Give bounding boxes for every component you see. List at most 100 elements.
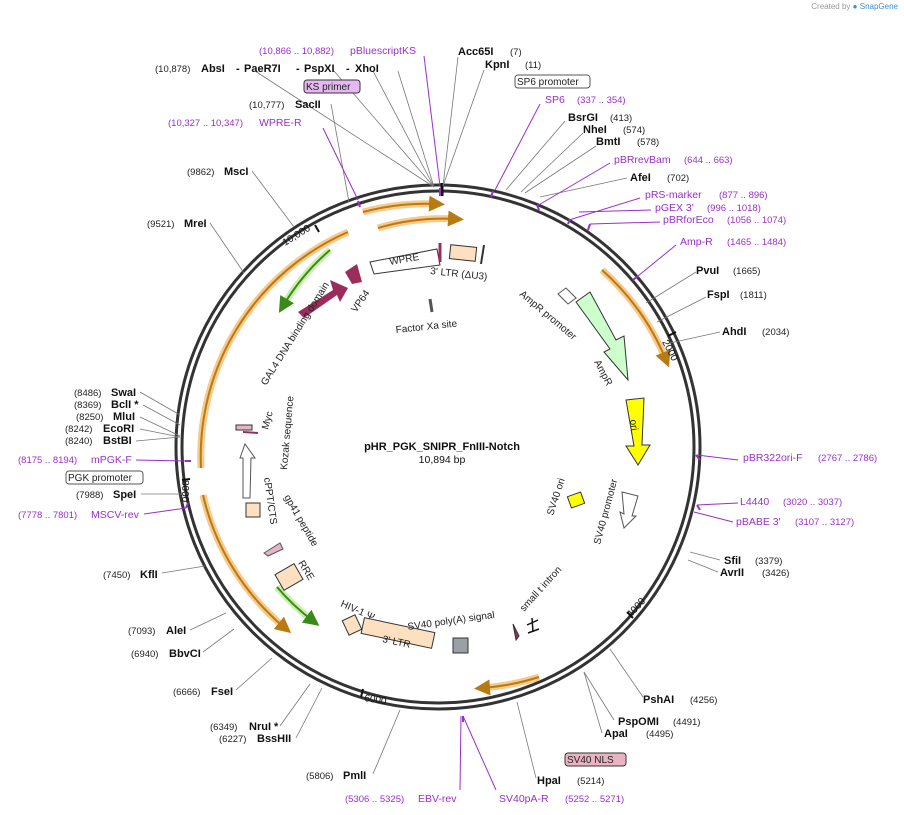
orange-arrow <box>362 195 445 213</box>
enzyme-pos: (10,878) <box>155 64 190 75</box>
enzyme-name: AfeI <box>630 172 651 184</box>
enzyme-labels: Acc65I (7) KpnI (11) BsrGI (413) NheI (5… <box>65 46 789 787</box>
tick-mark <box>181 478 191 481</box>
primer-pos: (1465 .. 1484) <box>727 237 786 248</box>
primer-pos: (8175 .. 8194) <box>18 455 77 466</box>
enzyme-pos: (1811) <box>740 290 767 301</box>
enzyme-name: HpaI <box>537 775 561 787</box>
enzyme-name: ApaI <box>604 728 628 740</box>
enzyme-name: BmtI <box>596 136 620 148</box>
sv40-promoter-label: SV40 promoter <box>592 477 620 545</box>
enzyme-pos: (6227) <box>219 734 246 745</box>
primer-name: SP6 <box>545 94 565 106</box>
enzyme-pos: (4495) <box>646 729 673 740</box>
enzyme-name: XhoI <box>355 63 379 75</box>
sv40-nls-mark <box>512 623 520 642</box>
primer-pos: (3020 .. 3037) <box>783 497 842 508</box>
sv40-nls-box <box>564 752 627 767</box>
sp6-promoter-box <box>514 74 591 89</box>
rre-feature <box>274 563 304 591</box>
enzyme-name: NruI * <box>249 721 279 733</box>
primer-pos: (644 .. 663) <box>684 155 733 166</box>
boxed-feature-labels: KS primer SP6 promoter PGK promoter SV40… <box>65 74 627 767</box>
enzyme-name: PspOMI <box>618 716 659 728</box>
primer-name: pGEX 3' <box>655 202 694 214</box>
cppt-feature <box>245 502 261 518</box>
enzyme-name: PmlI <box>343 770 366 782</box>
cppt-label: cPPT/CTS <box>261 477 279 526</box>
enzyme-pos: (8240) <box>65 436 92 447</box>
primer-pos: (2767 .. 2786) <box>818 453 877 464</box>
enzyme-pos: (413) <box>610 113 632 124</box>
enzyme-name: BclI * <box>111 399 139 411</box>
primer-pos: (7778 .. 7801) <box>18 510 77 521</box>
pgk-promoter-box <box>65 470 144 485</box>
enzyme-pos: (3379) <box>755 556 782 567</box>
credit-prefix: Created by <box>811 2 851 11</box>
orange-arc-line <box>199 231 349 469</box>
enzyme-sep: - <box>296 63 300 75</box>
enzyme-pos: (8369) <box>74 400 101 411</box>
sv40-promoter-feature <box>619 491 639 529</box>
enzyme-name: BbvCI <box>169 648 201 660</box>
enzyme-name: FspI <box>707 289 730 301</box>
enzyme-name: PshAI <box>643 694 674 706</box>
gal4-label: GAL4 DNA binding domain <box>259 280 332 387</box>
enzyme-pos: (6666) <box>173 687 200 698</box>
enzyme-name: PspXI <box>304 63 335 75</box>
enzyme-name: PaeR7I <box>244 63 281 75</box>
enzyme-pos: (4491) <box>673 717 700 728</box>
sv40-pa-label: SV40 poly(A) signal <box>407 610 496 633</box>
enzyme-name: AleI <box>166 625 186 637</box>
ltr-feature <box>448 244 478 262</box>
plasmid-size: 10,894 bp <box>419 454 466 466</box>
sv40-ori-label: SV40 ori <box>545 477 567 517</box>
ori-label: ori <box>627 419 639 432</box>
enzyme-pos: (702) <box>667 173 689 184</box>
sv40-pa-feature <box>452 637 469 654</box>
plasmid-name: pHR_PGK_SNIPR_FnIII-Notch <box>364 441 520 453</box>
backbone-inner <box>180 189 696 705</box>
enzyme-pos: (7) <box>510 47 522 58</box>
primer-name: mPGK-F <box>91 454 132 466</box>
factor-xa-label: Factor Xa site <box>395 319 458 336</box>
wpre-label: WPRE <box>389 252 421 268</box>
enzyme-pos: (2034) <box>762 327 789 338</box>
ltr3-feature <box>360 617 436 649</box>
factor-xa-mark <box>428 298 434 313</box>
green-arrow <box>278 249 331 313</box>
snapgene-logo-icon: ● <box>852 2 858 11</box>
enzyme-pos: (11) <box>525 60 541 71</box>
primer-name: pBRrevBam <box>614 154 671 166</box>
enzyme-name: SwaI <box>111 387 136 399</box>
enzyme-name: SacII <box>295 99 321 111</box>
wpre-feature <box>369 248 441 275</box>
sv40-nls-label: SV40 NLS <box>567 755 614 766</box>
pgk-inner-arrow <box>239 442 256 499</box>
enzyme-name: AvrII <box>720 567 744 579</box>
enzyme-name: AhdI <box>722 326 746 338</box>
enzyme-pos: (9521) <box>147 219 174 230</box>
primer-pos: (996 .. 1018) <box>707 203 761 214</box>
enzyme-name: SpeI <box>113 489 136 501</box>
primer-labels: pBluescriptKS (10,866 .. 10,882) WPRE-R … <box>18 45 877 805</box>
primer-name: EBV-rev <box>418 793 457 805</box>
primer-pos: (5306 .. 5325) <box>345 794 404 805</box>
orange-arrow <box>202 494 292 634</box>
enzyme-name: BssHII <box>257 733 291 745</box>
enzyme-pos: (10,777) <box>249 100 284 111</box>
green-arrow <box>276 586 320 626</box>
enzyme-name: MreI <box>184 218 207 230</box>
enzyme-sep: - <box>236 63 240 75</box>
primer-pos: (877 .. 896) <box>719 190 768 201</box>
gp41-feature <box>263 542 284 557</box>
ampr-label: AmpR <box>591 358 614 388</box>
orange-arc <box>197 228 350 469</box>
primer-name: Amp-R <box>680 236 713 248</box>
enzyme-pos: (8486) <box>74 388 101 399</box>
enzyme-name: BsrGI <box>568 112 598 124</box>
credit-brand: SnapGene <box>859 2 898 11</box>
snapgene-credit: Created by ● SnapGene <box>811 2 898 11</box>
enzyme-pos: (578) <box>637 137 659 148</box>
